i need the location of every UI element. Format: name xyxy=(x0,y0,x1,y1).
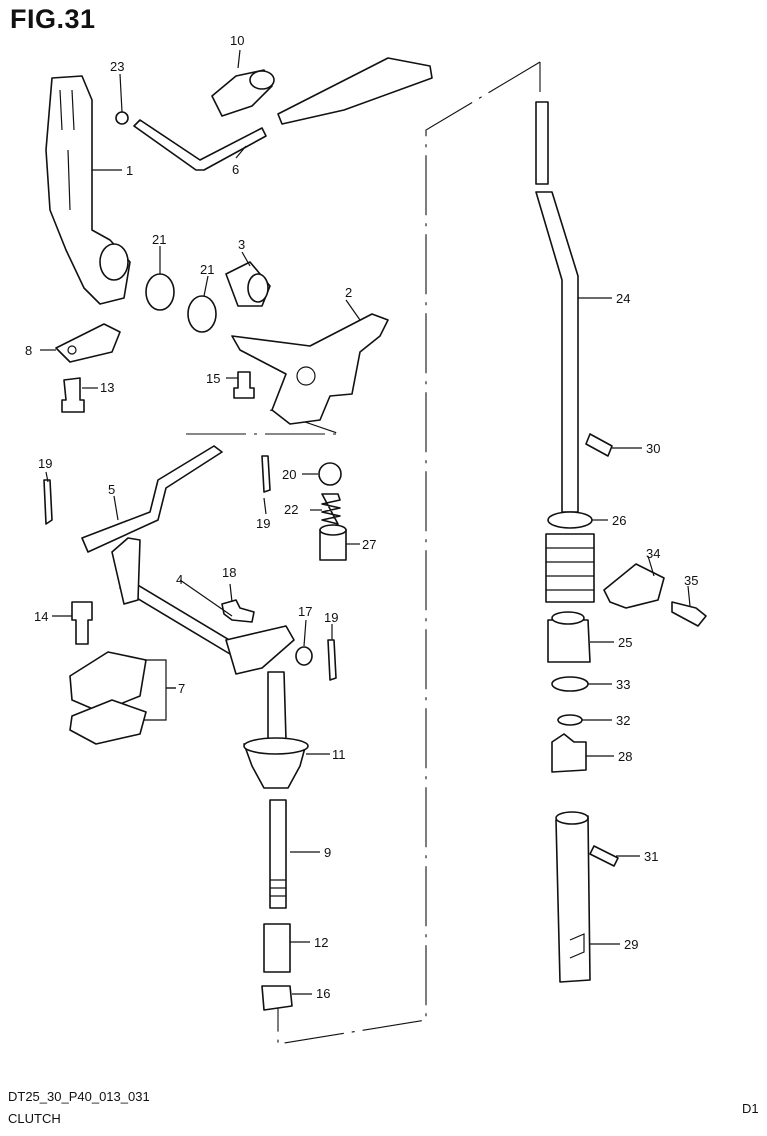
part-1-lever-boss xyxy=(99,243,129,281)
part-24-rod-tip xyxy=(535,101,549,185)
part-28-gear xyxy=(551,733,587,773)
label-part-2: 2 xyxy=(345,285,352,300)
label-part-17: 17 xyxy=(298,604,312,619)
label-part-32: 32 xyxy=(616,713,630,728)
label-part-3: 3 xyxy=(238,237,245,252)
part-19-cotter-pin-center xyxy=(261,455,271,493)
label-part-31: 31 xyxy=(644,849,658,864)
part-15-bolt xyxy=(233,371,255,399)
label-part-4: 4 xyxy=(176,572,183,587)
label-part-1: 1 xyxy=(126,163,133,178)
part-20-ball xyxy=(318,462,342,486)
part-32-o-ring xyxy=(557,714,583,726)
label-part-29: 29 xyxy=(624,937,638,952)
part-4-lower-arm xyxy=(225,625,295,675)
label-part-8: 8 xyxy=(25,343,32,358)
label-part-22: 22 xyxy=(284,502,298,517)
part-11-grommet-rim xyxy=(243,737,309,755)
part-30-pin xyxy=(585,433,613,457)
part-10-rod-end-cap xyxy=(249,70,275,90)
part-19-cotter-pin-right xyxy=(327,639,337,681)
label-part-19-left: 19 xyxy=(38,456,52,471)
label-part-33: 33 xyxy=(616,677,630,692)
part-35-screw xyxy=(671,601,707,627)
label-part-13: 13 xyxy=(100,380,114,395)
label-part-34: 34 xyxy=(646,546,660,561)
part-33-o-ring xyxy=(551,676,589,692)
part-6-rod xyxy=(133,119,267,171)
label-part-19-right: 19 xyxy=(324,610,338,625)
diagram-code: DT25_30_P40_013_031 xyxy=(8,1089,150,1104)
label-part-26: 26 xyxy=(612,513,626,528)
part-7-bracket-line xyxy=(144,659,176,721)
label-part-9: 9 xyxy=(324,845,331,860)
part-7-clamp-upper xyxy=(69,651,147,713)
label-part-23: 23 xyxy=(110,59,124,74)
label-part-11: 11 xyxy=(332,747,346,762)
exploded-parts-diagram: 1 2 3 4 5 6 7 8 9 10 11 12 13 14 15 16 1… xyxy=(25,33,707,1045)
assembly-outline xyxy=(277,61,541,1045)
label-part-12: 12 xyxy=(314,935,328,950)
part-14-bolt xyxy=(71,601,93,645)
figure-title: FIG.31 xyxy=(10,4,96,34)
part-3-collar-end xyxy=(247,273,269,303)
label-part-21-lower: 21 xyxy=(200,262,214,277)
part-34-bracket xyxy=(603,563,665,609)
label-part-14: 14 xyxy=(34,609,48,624)
part-26-boot-ribs xyxy=(546,547,594,591)
part-12-nut xyxy=(263,923,291,973)
label-part-25: 25 xyxy=(618,635,632,650)
part-23-clip xyxy=(115,111,129,125)
part-17-washer xyxy=(295,646,313,666)
label-part-15: 15 xyxy=(206,371,220,386)
part-24-rod xyxy=(535,191,579,513)
part-18-pin xyxy=(221,599,255,623)
part-8-plate-hole xyxy=(67,345,77,355)
part-8-plate xyxy=(55,323,121,363)
part-21-bushing-upper xyxy=(145,273,175,311)
diagram-name: CLUTCH xyxy=(8,1111,61,1126)
part-29-shaft-top xyxy=(555,811,589,825)
label-part-28: 28 xyxy=(618,749,632,764)
part-9-rod xyxy=(269,799,287,909)
label-part-20: 20 xyxy=(282,467,296,482)
part-11-rod-top xyxy=(267,671,287,741)
label-part-24: 24 xyxy=(616,291,630,306)
part-25-grommet xyxy=(547,619,591,663)
part-16-nut xyxy=(261,985,293,1011)
label-part-19-center: 19 xyxy=(256,516,270,531)
part-4-upper-arm xyxy=(111,537,141,605)
label-part-10: 10 xyxy=(230,33,244,48)
page-code: D1 xyxy=(742,1101,759,1116)
part-labels: 1 2 3 4 5 6 7 8 9 10 11 12 13 14 15 16 1… xyxy=(25,33,698,1001)
label-part-27: 27 xyxy=(362,537,376,552)
part-19-cotter-pin-left xyxy=(43,479,53,525)
part-26-washer xyxy=(547,511,593,529)
label-part-30: 30 xyxy=(646,441,660,456)
part-31-pin xyxy=(589,845,619,867)
label-part-35: 35 xyxy=(684,573,698,588)
label-part-16: 16 xyxy=(316,986,330,1001)
part-1-lever-grip-slot xyxy=(59,89,75,211)
part-9-thread xyxy=(270,879,286,897)
part-7-clamp-lower xyxy=(69,699,147,745)
label-part-21-upper: 21 xyxy=(152,232,166,247)
part-29-shaft-slot xyxy=(569,933,585,959)
part-5-link xyxy=(81,445,223,553)
part-21-bushing-lower xyxy=(187,295,217,333)
part-25-grommet-top xyxy=(551,611,585,625)
label-part-6: 6 xyxy=(232,162,239,177)
part-22-spring xyxy=(321,493,341,525)
label-part-5: 5 xyxy=(108,482,115,497)
part-2-shift-arm-boss xyxy=(296,366,316,386)
label-part-7: 7 xyxy=(178,681,185,696)
part-13-bolt xyxy=(61,377,85,413)
part-2-shift-arm xyxy=(231,313,389,425)
part-27-cap-top xyxy=(319,524,347,536)
part-26-boot xyxy=(545,533,595,603)
link-rod-upper xyxy=(277,57,433,125)
label-part-18: 18 xyxy=(222,565,236,580)
leader-lines xyxy=(40,49,691,995)
